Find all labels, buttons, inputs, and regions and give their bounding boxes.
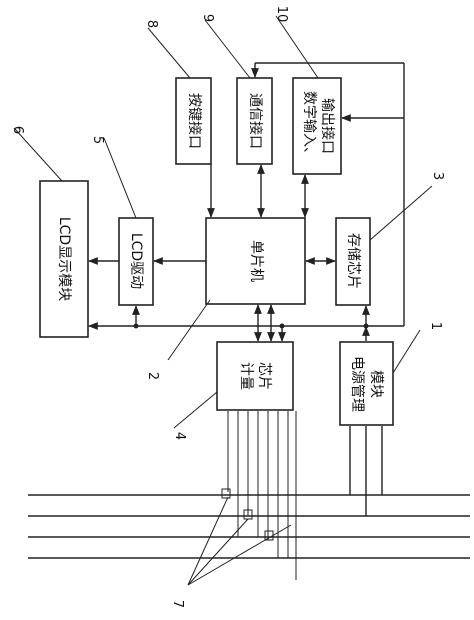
callout-6: 6 <box>10 126 25 134</box>
mcu-block: 单片机 <box>205 217 306 305</box>
callout-9: 9 <box>200 14 215 22</box>
metering-chip-label-line2: 芯片 <box>256 362 272 390</box>
callout-8: 8 <box>144 20 159 28</box>
callout-2: 2 <box>145 372 160 380</box>
comm-interface-block: 通信接口 <box>236 77 273 165</box>
callout-numbers: 1 2 3 4 5 6 7 8 9 10 <box>10 6 445 608</box>
callout-1: 1 <box>428 322 443 330</box>
key-interface-label: 按键接口 <box>186 93 203 149</box>
digital-io-label-line1: 数字输入、 <box>301 91 317 161</box>
digital-io-block: 数字输入、 输出接口 <box>292 77 342 175</box>
key-interface-block: 按键接口 <box>175 77 212 165</box>
callout-5: 5 <box>90 136 105 144</box>
power-management-label-line1: 电源管理 <box>349 356 365 412</box>
power-lines <box>28 494 470 559</box>
callout-10: 10 <box>274 6 289 23</box>
comm-interface-label: 通信接口 <box>247 93 264 149</box>
power-management-block: 电源管理 模块 <box>339 341 394 426</box>
lcd-driver-label: LCD驱动 <box>128 233 144 289</box>
storage-chip-block: 存储芯片 <box>335 217 371 306</box>
callout-7: 7 <box>170 600 185 608</box>
lcd-display-module: LCD显示模块 <box>39 180 89 338</box>
mcu-label: 单片机 <box>248 240 264 282</box>
metering-chip-label-line1: 计量 <box>238 362 254 390</box>
callout-4: 4 <box>172 432 187 440</box>
lcd-display-label: LCD显示模块 <box>56 217 72 301</box>
power-management-label-line2: 模块 <box>368 370 384 398</box>
connections <box>88 62 405 580</box>
storage-chip-label: 存储芯片 <box>345 233 361 289</box>
lcd-driver-block: LCD驱动 <box>118 217 154 306</box>
digital-io-label-line2: 输出接口 <box>319 98 336 154</box>
callout-3: 3 <box>430 172 445 180</box>
metering-chip-block: 计量 芯片 <box>216 341 294 411</box>
leader-lines <box>13 15 433 586</box>
